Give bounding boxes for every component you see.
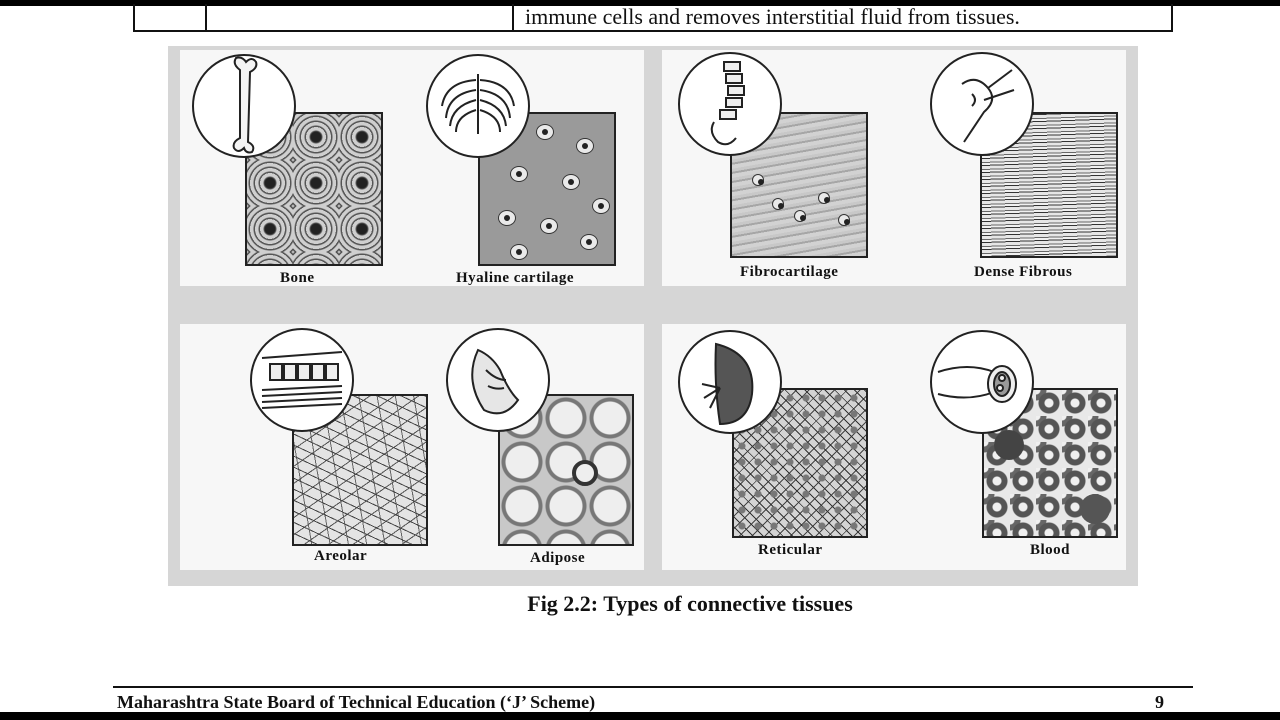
footer-text: Maharashtra State Board of Technical Edu… (117, 692, 596, 712)
figure-caption: Fig 2.2: Types of connective tissues (527, 591, 853, 616)
label-hyaline-cartilage: Hyaline cartilage (456, 270, 575, 286)
label-areolar: Areolar (314, 548, 368, 564)
label-reticular: Reticular (758, 542, 823, 558)
table-row: immune cells and removes interstitial fl… (133, 4, 1173, 32)
connective-tissue-figure: Bone Hyaline cartilage (168, 46, 1138, 586)
bottom-bar (0, 712, 1280, 720)
label-dense-fibrous: Dense Fibrous (974, 264, 1073, 280)
breast-icon (446, 328, 550, 432)
dense-fibrous-tissue-image (980, 112, 1118, 258)
table-divider (205, 4, 207, 30)
spleen-icon (678, 330, 782, 434)
panel-areolar-adipose: Areolar Adipose (180, 324, 644, 570)
table-divider (512, 4, 514, 30)
panel-bone-hyaline: Bone Hyaline cartilage (180, 50, 644, 286)
footer-rule (113, 686, 1193, 688)
label-adipose: Adipose (530, 550, 586, 566)
joint-icon (930, 52, 1034, 156)
panel-fibro-dense: Fibrocartilage Dense Fibrous (662, 50, 1126, 286)
label-blood: Blood (1030, 542, 1071, 558)
spine-icon (678, 52, 782, 156)
top-bar (0, 0, 1280, 6)
blood-vessel-icon (930, 330, 1034, 434)
page-number: 9 (1155, 692, 1164, 712)
label-bone: Bone (280, 270, 315, 286)
skin-layers-icon (250, 328, 354, 432)
label-fibrocartilage: Fibrocartilage (740, 264, 839, 280)
table-cell-text: immune cells and removes interstitial fl… (525, 4, 1020, 29)
ribcage-icon (426, 54, 530, 158)
bone-icon (192, 54, 296, 158)
bone-tissue-image (245, 112, 383, 266)
panel-reticular-blood: Reticular Blood (662, 324, 1126, 570)
